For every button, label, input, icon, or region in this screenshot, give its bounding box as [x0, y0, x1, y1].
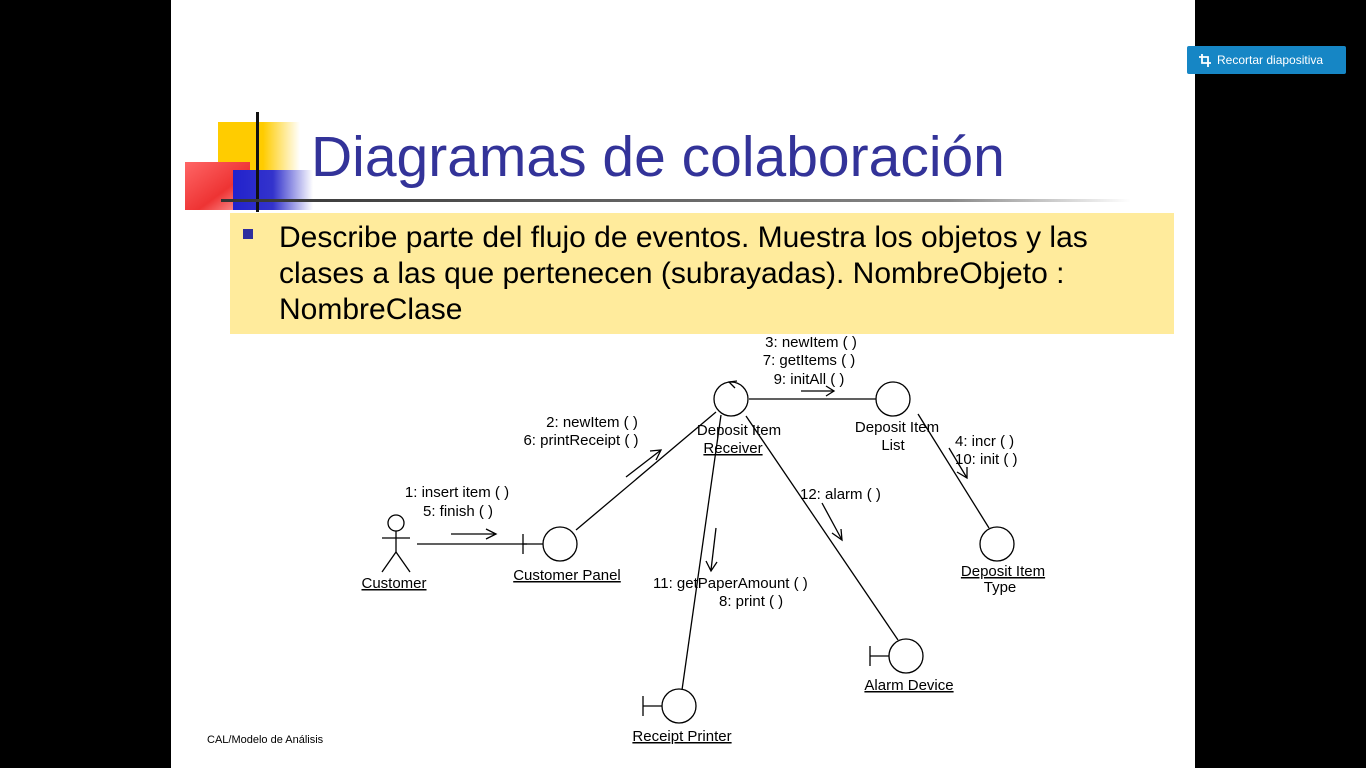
link-receiver-printer [681, 414, 722, 691]
label-customer-panel: Customer Panel [513, 567, 621, 584]
bullet-text: Describe parte del flujo de eventos. Mue… [279, 221, 1088, 326]
message-labels: 1: insert item ( ) 5: finish ( ) 2: newI… [405, 334, 1018, 610]
deco-horizontal-line [221, 199, 1131, 202]
msg-4: 4: incr ( ) [955, 433, 1014, 450]
collaboration-diagram: Customer Customer Panel Deposit Item Rec… [361, 334, 1045, 745]
alarm-device-boundary [869, 638, 924, 674]
msg-6: 6: printReceipt ( ) [523, 432, 638, 449]
receiver-control [713, 380, 749, 417]
type-entity [979, 526, 1015, 562]
link-list-type [917, 413, 990, 529]
link-receiver-alarm [745, 415, 899, 641]
msg-8: 8: print ( ) [719, 593, 783, 610]
bullet-box: Describe parte del flujo de eventos. Mue… [230, 213, 1174, 334]
msg-12: 12: alarm ( ) [800, 486, 881, 503]
title-decoration [185, 112, 1131, 212]
customer-actor [381, 514, 411, 573]
label-list-line2: List [881, 437, 905, 454]
arrow-receiver-printer [705, 527, 718, 573]
link-panel-receiver [575, 411, 717, 531]
slide: Diagramas de colaboración Describe parte… [171, 0, 1195, 768]
msg-2: 2: newItem ( ) [546, 414, 638, 431]
label-receiver-line1: Deposit Item [697, 422, 781, 439]
list-entity [875, 381, 911, 417]
object-labels: Customer Customer Panel Deposit Item Rec… [361, 419, 1045, 745]
slide-footer: CAL/Modelo de Análisis [207, 734, 324, 746]
arrow-panel-receiver [625, 449, 663, 478]
receipt-printer-boundary [642, 688, 697, 724]
arrow-receiver-alarm [821, 502, 843, 542]
msg-11: 11: getPaperAmount ( ) [653, 575, 808, 592]
label-receiver-line2: Receiver [703, 440, 762, 457]
label-type-line1: Deposit Item [961, 563, 1045, 580]
crop-slide-label: Recortar diapositiva [1217, 53, 1324, 67]
msg-3: 3: newItem ( ) [765, 334, 857, 351]
msg-10: 10: init ( ) [955, 451, 1018, 468]
arrow-customer-panel [451, 528, 498, 540]
slide-title: Diagramas de colaboración [311, 125, 1005, 189]
deco-blue-square [233, 170, 313, 210]
label-list-line1: Deposit Item [855, 419, 939, 436]
label-customer: Customer [361, 575, 426, 592]
crop-icon [1199, 53, 1211, 67]
customer-panel-boundary [522, 526, 578, 562]
deco-vertical-line [256, 112, 259, 212]
msg-5: 5: finish ( ) [423, 503, 493, 520]
label-type-line2: Type [984, 579, 1017, 596]
crop-slide-button[interactable]: Recortar diapositiva [1187, 46, 1346, 74]
msg-1: 1: insert item ( ) [405, 484, 509, 501]
arrow-list-type [948, 447, 968, 480]
label-alarm-device: Alarm Device [864, 677, 953, 694]
msg-7: 7: getItems ( ) [763, 352, 856, 369]
arrow-receiver-list [801, 385, 836, 397]
label-receipt-printer: Receipt Printer [632, 728, 731, 745]
msg-9: 9: initAll ( ) [774, 371, 845, 388]
bullet-marker [243, 229, 253, 239]
